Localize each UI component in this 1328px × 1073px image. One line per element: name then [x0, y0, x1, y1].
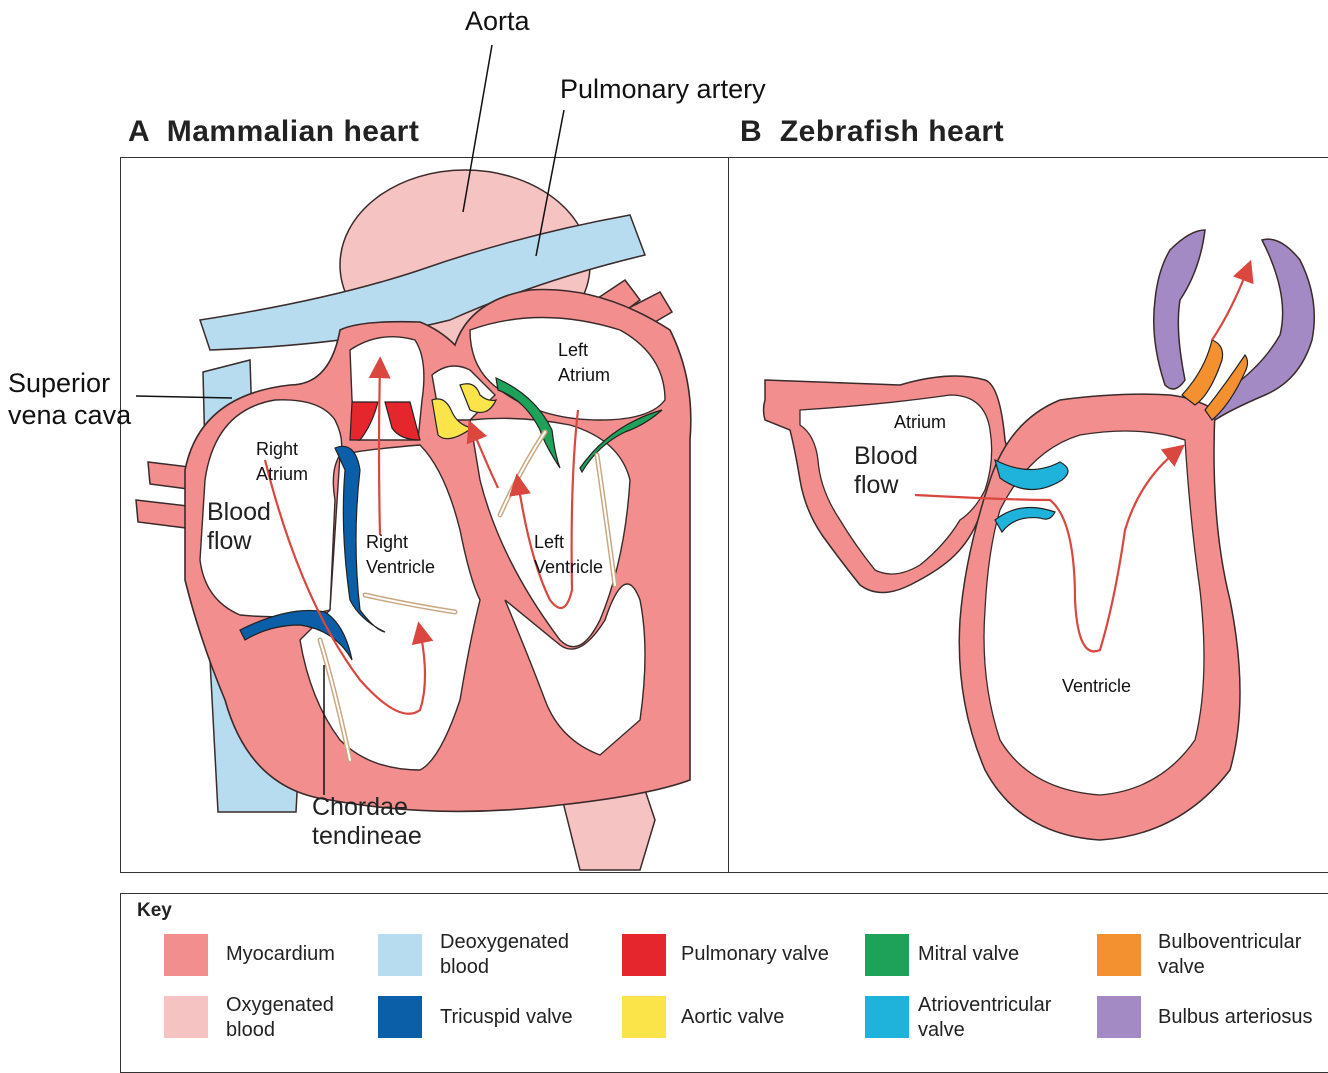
bulbus-arteriosus-left [1154, 230, 1205, 389]
key-label-aortic-valve: Aortic valve [681, 1005, 784, 1030]
key-label-myocardium: Myocardium [226, 942, 335, 967]
key-label-deoxygenated-blood: Deoxygenated blood [440, 930, 569, 980]
key-label-atrioventricular-valve: Atrioventricular valve [918, 993, 1051, 1043]
key-title: Key [137, 900, 172, 922]
panel-a-title: A Mammalian heart [128, 114, 419, 149]
key-label-pulmonary-valve: Pulmonary valve [681, 942, 829, 967]
pulmonary-artery-label: Pulmonary artery [560, 74, 766, 106]
key-panel [120, 893, 1328, 1073]
key-label-tricuspid-valve: Tricuspid valve [440, 1005, 573, 1030]
key-label-oxygenated-blood: Oxygenated blood [226, 993, 334, 1043]
chordae-tendineae-label: Chordae tendineae [312, 793, 422, 851]
left-ventricle-label: Left Ventricle [534, 530, 603, 580]
zebrafish-blood-flow-label: Blood flow [854, 442, 918, 500]
mammalian-blood-flow-label: Blood flow [207, 498, 271, 556]
key-label-bulboventricular-valve: Bulboventricular valve [1158, 930, 1301, 980]
right-atrium-label: Right Atrium [256, 437, 308, 487]
aorta-label: Aorta [465, 6, 530, 38]
zebrafish-ventricle-label: Ventricle [1062, 674, 1131, 699]
superior-vena-cava-label: Superior vena cava [8, 368, 131, 432]
zebrafish-atrium-label: Atrium [894, 410, 946, 435]
right-ventricle-label: Right Ventricle [366, 530, 435, 580]
left-atrium-label: Left Atrium [558, 338, 610, 388]
panel-b-title: B Zebrafish heart [740, 114, 1004, 149]
key-label-mitral-valve: Mitral valve [918, 942, 1019, 967]
key-label-bulbus-arteriosus: Bulbus arteriosus [1158, 1005, 1313, 1030]
